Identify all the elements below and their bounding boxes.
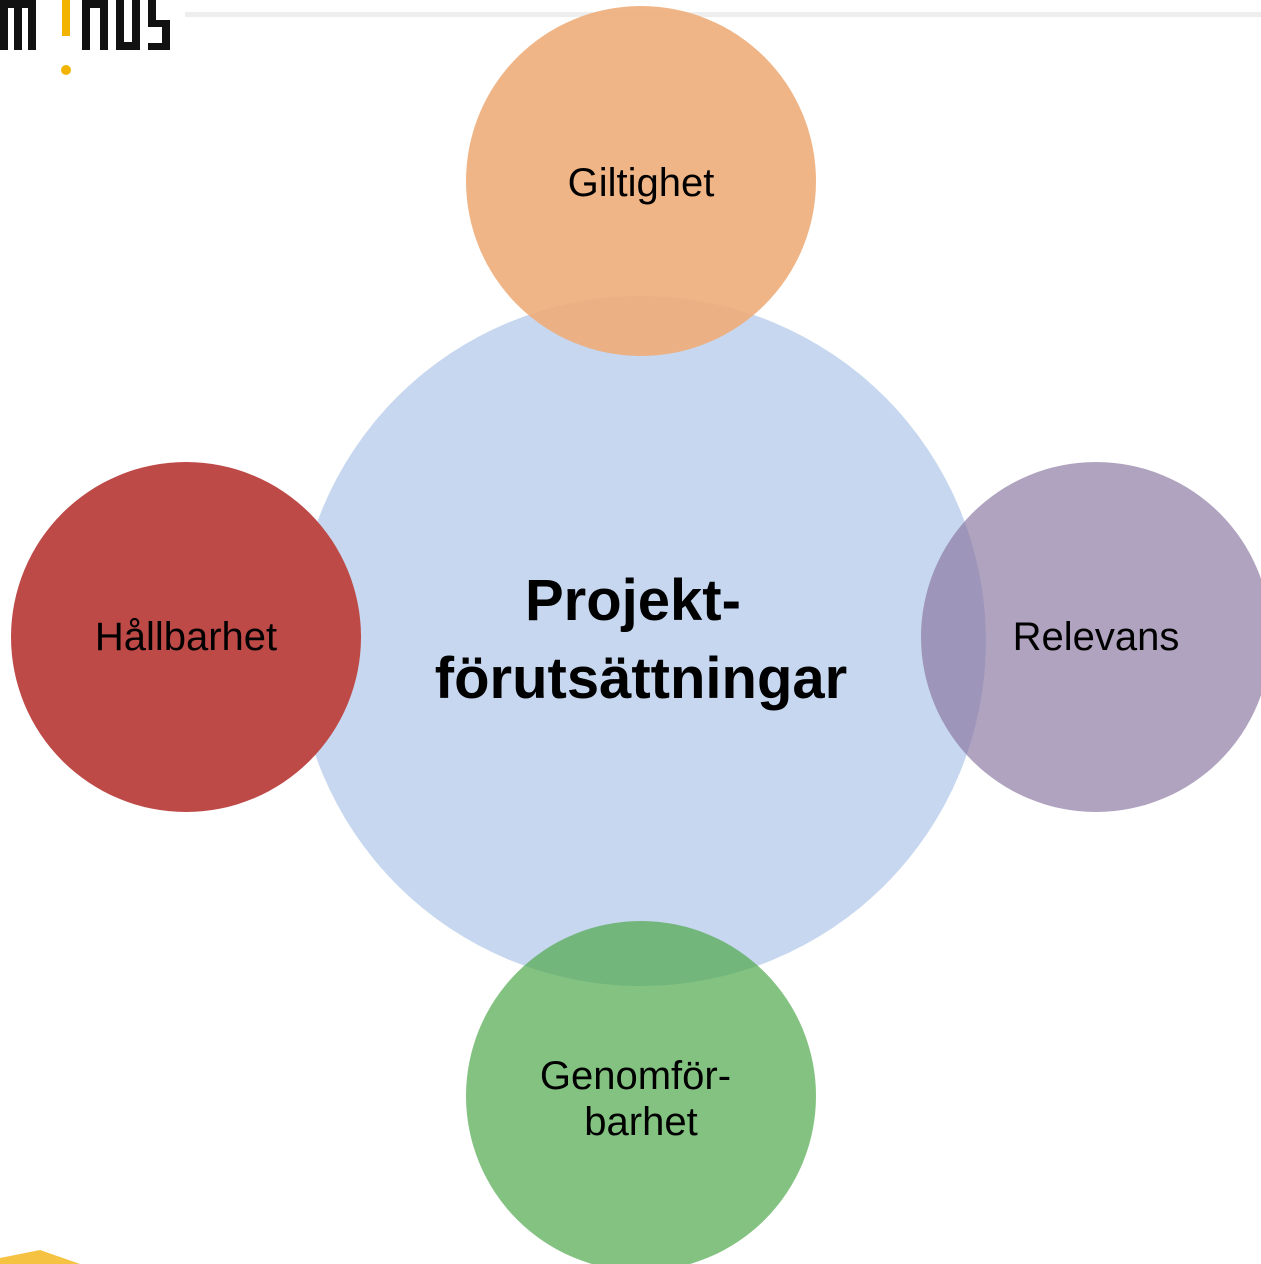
- satellite-circle-bottom: [466, 921, 816, 1264]
- center-label-line-1: Projekt-: [525, 568, 741, 633]
- header-divider-line: [185, 12, 1261, 17]
- satellite-label-top: Giltighet: [568, 161, 715, 205]
- center-circle: [296, 296, 986, 986]
- satellite-label-right: Relevans: [1013, 615, 1180, 659]
- corner-accent-shape: [0, 1250, 80, 1264]
- minds-logo: [0, 0, 170, 75]
- satellite-circle-top: [466, 6, 816, 356]
- satellite-circle-right: [921, 462, 1261, 812]
- center-label-line-2: förutsättningar: [435, 646, 847, 711]
- satellite-label-bottom-line-2: barhet: [584, 1100, 697, 1144]
- satellite-circle-left: [11, 462, 361, 812]
- satellite-label-bottom-line-1: Genomför-: [540, 1054, 731, 1098]
- satellite-label-bottom: Genomför- barhet: [540, 1054, 742, 1144]
- center-label: Projekt- förutsättningar: [435, 568, 847, 711]
- satellite-label-left: Hållbarhet: [95, 615, 277, 659]
